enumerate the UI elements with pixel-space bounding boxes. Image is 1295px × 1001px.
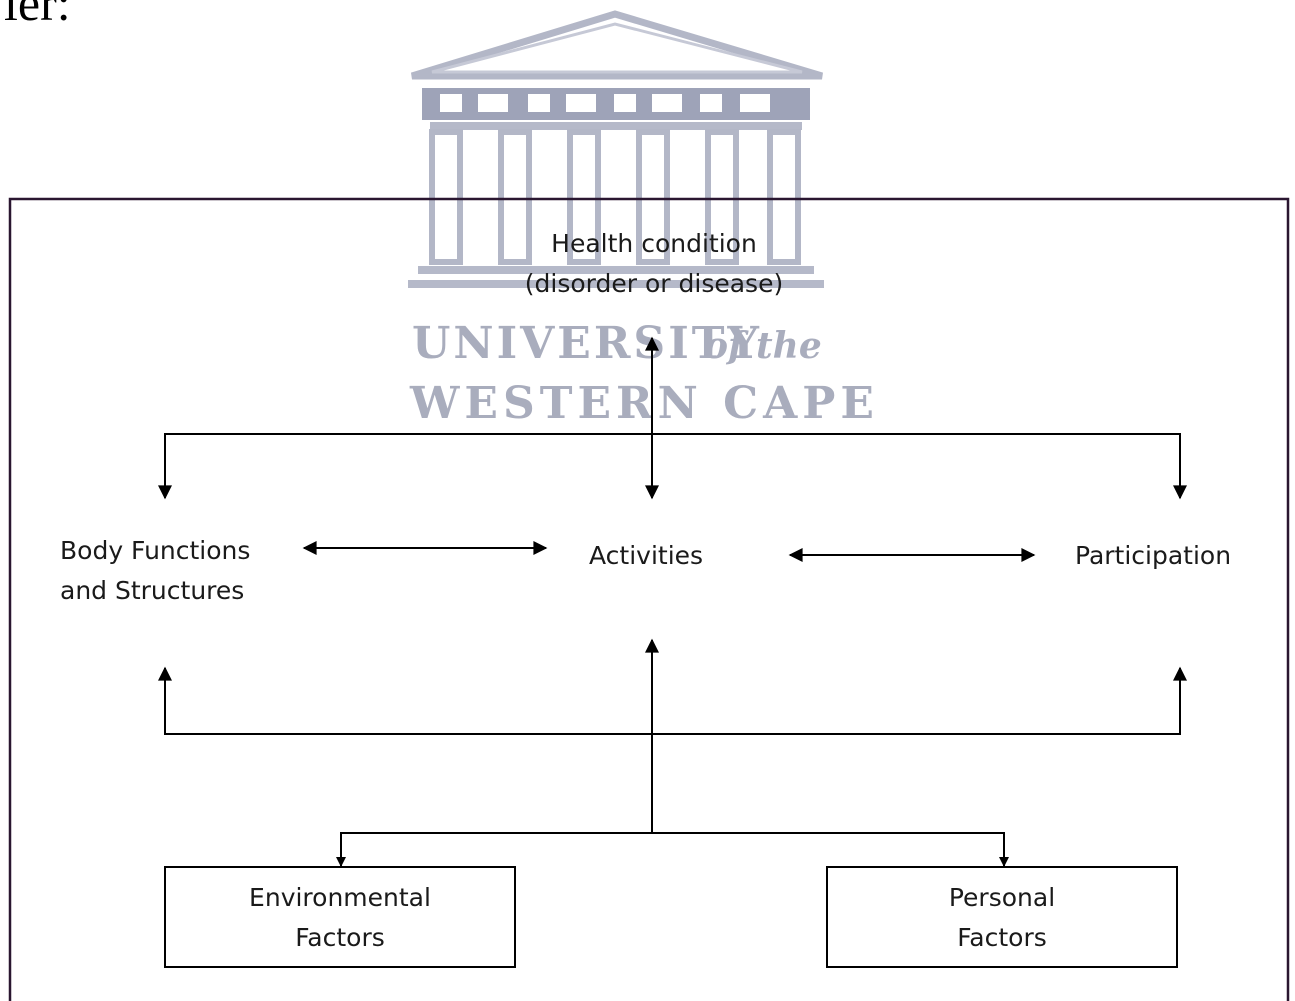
body-functions-line1: Body Functions — [60, 536, 251, 565]
health-condition-line1: Health condition — [551, 229, 757, 258]
watermark-column — [705, 129, 739, 265]
university-watermark-logo — [408, 10, 824, 288]
body-functions-label: Body Functions and Structures — [60, 531, 250, 611]
watermark-steps — [418, 266, 814, 274]
environmental-factors-line2: Factors — [295, 923, 385, 952]
diagram-frame — [8, 197, 1290, 1001]
environmental-factors-label: Environmental Factors — [165, 878, 515, 958]
watermark-column — [767, 129, 801, 265]
watermark-column — [429, 129, 463, 265]
watermark-column — [567, 129, 601, 265]
health-condition-label: Health condition (disorder or disease) — [500, 224, 808, 304]
activities-label: Activities — [589, 541, 704, 570]
body-functions-line2: and Structures — [60, 576, 245, 605]
environmental-factors-box — [164, 866, 516, 968]
page-text-fragment: ler: — [4, 0, 71, 31]
personal-factors-line1: Personal — [948, 883, 1056, 912]
personal-factors-line2: Factors — [957, 923, 1047, 952]
watermark-western-cape-text: WESTERN CAPE — [409, 378, 879, 429]
participation-label: Participation — [1075, 541, 1232, 570]
watermark-of-the-text: of the — [704, 325, 822, 367]
watermark-column — [636, 129, 670, 265]
watermark-pediment — [410, 10, 824, 80]
watermark-column — [498, 129, 532, 265]
personal-factors-box — [826, 866, 1178, 968]
watermark-university-text: UNIVERSITY — [412, 318, 762, 369]
environmental-factors-line1: Environmental — [249, 883, 431, 912]
health-condition-line2: (disorder or disease) — [524, 269, 784, 298]
personal-factors-label: Personal Factors — [827, 878, 1177, 958]
